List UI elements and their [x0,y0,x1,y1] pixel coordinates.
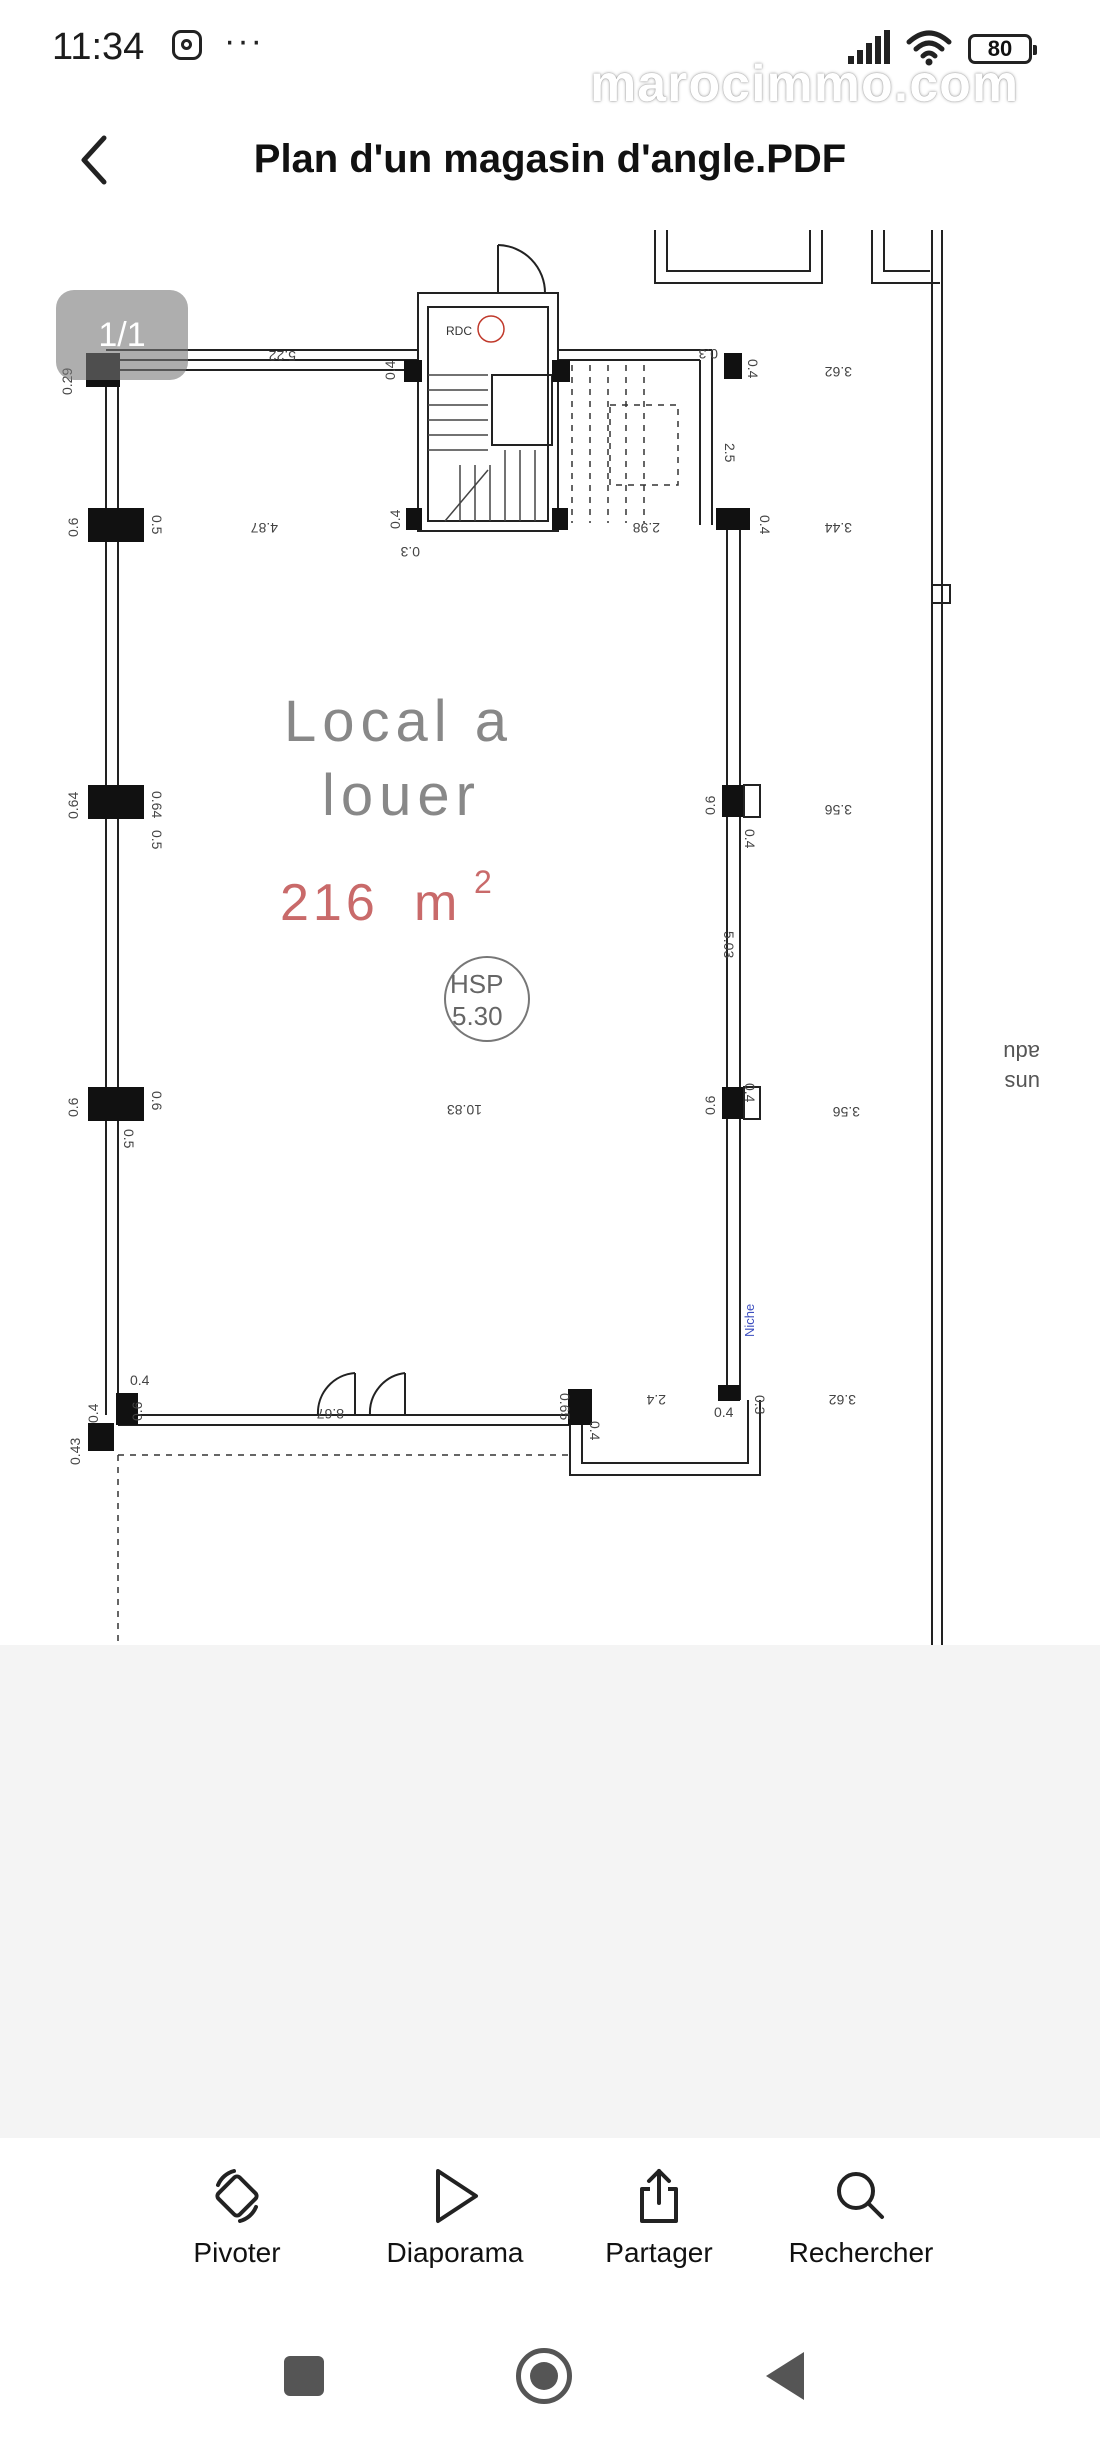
dim-label: 0.6 [149,1091,165,1111]
document-title: Plan d'un magasin d'angle.PDF [253,137,847,181]
recent-apps-square-icon[interactable] [284,2356,324,2396]
dim-label: 0.64 [149,791,165,818]
dim-label: 0.4 [587,1421,603,1441]
more-notifications: ··· [224,22,264,60]
dim-label: 5.03 [721,931,737,958]
signal-icon [848,30,890,64]
pivoter-button[interactable]: Pivoter [137,2163,337,2283]
page-indicator: 1/1 [56,290,188,380]
rotate-icon [215,2169,259,2223]
dim-label: 0.4 [130,1372,150,1388]
niche-label: Niche [742,1304,757,1337]
room-label-line1: Local a [284,689,513,754]
area-number: 216 [280,874,379,932]
dim-label: 3.62 [829,1392,856,1408]
dim-label: 0.4 [742,829,758,849]
dim-label: 0.6 [65,1097,81,1117]
diaporama-button[interactable]: Diaporama [355,2163,555,2283]
side-label: adu [1003,1040,1040,1065]
pdf-viewer[interactable]: RDC Local a louer 216 m 2 HSP 5.30 5.22 … [0,225,1100,1645]
floor-plan: RDC Local a louer 216 m 2 HSP 5.30 5.22 … [59,230,1040,1645]
rechercher-label: Rechercher [788,2237,934,2268]
dim-label: 0.6 [702,795,718,815]
instagram-icon [172,30,202,60]
dim-label: 3.56 [825,802,852,818]
watermark: marocimmo.com [590,55,1020,113]
dim-label: 0.4 [387,509,403,529]
search-icon [837,2172,884,2219]
dim-label: 8.67 [317,1406,344,1422]
room-label-line2: louer [322,763,481,828]
dim-label: 0.4 [382,360,398,380]
hsp-value: 5.30 [452,1001,503,1031]
rechercher-button[interactable]: Rechercher [761,2163,961,2283]
status-time: 11:34 [52,26,145,68]
dim-label: 0.64 [65,792,81,819]
dim-label: 0.4 [745,359,761,379]
dim-label: 0.4 [85,1403,101,1423]
dim-label: 2.98 [633,520,660,536]
partager-label: Partager [605,2237,713,2268]
dim-label: 0.5 [149,515,165,535]
hsp-label: HSP [450,969,503,999]
system-navigation-bar [0,2300,1100,2444]
bottom-toolbar: Pivoter Diaporama Partager Rechercher [0,2138,1100,2288]
dim-label: 5.22 [269,348,296,364]
dim-label: 0.6 [702,1095,718,1115]
battery-icon: 80 [968,34,1037,64]
dim-label: 0.4 [714,1404,734,1420]
dim-label: 0.3 [698,346,718,362]
status-bar: 11:34 ··· 80 marocimmo.com [0,0,1100,113]
pivoter-label: Pivoter [193,2237,281,2268]
dim-label: 3.62 [825,364,852,380]
play-icon [436,2169,478,2223]
area-exponent: 2 [474,864,492,900]
area-unit: m [414,874,457,932]
diaporama-label: Diaporama [386,2237,524,2268]
viewer-empty-area [0,1645,1100,2138]
side-label: uns [1005,1070,1040,1095]
dim-label: 0.6 [129,1401,145,1421]
share-icon [640,2169,678,2223]
dim-label: 3.44 [825,520,852,536]
dim-label: 10.83 [447,1102,482,1118]
dim-label: 3.56 [833,1104,860,1120]
dim-label: 0.4 [757,515,773,535]
dim-label: 0.3 [400,544,420,560]
wifi-icon [906,30,952,66]
partager-button[interactable]: Partager [559,2163,759,2283]
home-circle-icon[interactable] [516,2348,572,2404]
back-triangle-icon[interactable] [766,2352,804,2400]
header: Plan d'un magasin d'angle.PDF [0,115,1100,205]
chevron-left-icon[interactable] [66,130,126,190]
dim-label: 0.5 [149,830,165,850]
rdc-label: RDC [446,324,472,338]
dim-label: 0.3 [752,1395,768,1415]
dim-label: 4.87 [251,520,278,536]
dim-label: 0.5 [121,1129,137,1149]
dim-label: 0.6 [65,517,81,537]
dim-label: 2.4 [646,1392,666,1408]
dim-label: 2.5 [722,443,738,463]
dim-label: 0.65 [557,1393,573,1420]
dim-label: 0.43 [67,1438,83,1465]
dim-label: 0.4 [742,1083,758,1103]
